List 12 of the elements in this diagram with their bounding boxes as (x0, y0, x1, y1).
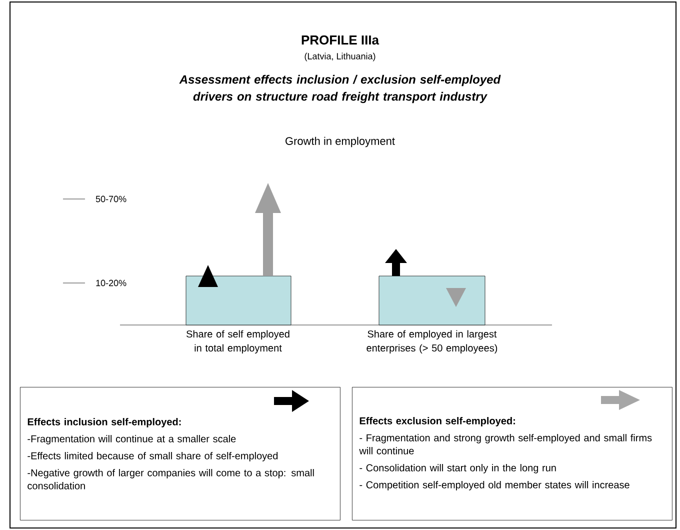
effects-box: Effects inclusion self-employed: -Fragmentation will continue at a smaller scale -Effects limited because of small share of self-employed -Negative growth of larger companies will come to a stop: small consolidation (20, 387, 340, 520)
heading: Assessment effects inclusion / exclusion self-employed drivers on structure road freight transport industry (179, 74, 501, 104)
subtitle: (Latvia, Lithuania) (304, 52, 376, 62)
bar-caption: Share of self employed in total employment (186, 330, 290, 354)
bar (378, 276, 486, 326)
axis-title: Growth in employment (286, 136, 395, 148)
bar (186, 276, 292, 326)
tick-label: 10-20% (96, 280, 126, 286)
title: PROFILE IIIa (302, 35, 380, 45)
bar-caption: Share of employed in largest enterprises (> 50 employees) (366, 330, 498, 354)
effects-box: Effects exclusion self-employed: - Fragmentation and strong growth self-employed and small firms will continue - Consolidation will start only in the long run - Competition self-employed old member states will increase (352, 387, 672, 520)
tick-label: 50-70% (96, 196, 126, 202)
